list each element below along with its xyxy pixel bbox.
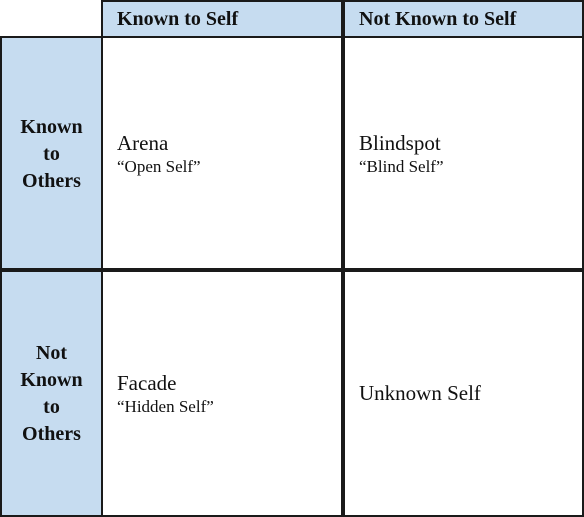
column-header-known-to-self: Known to Self <box>101 0 345 38</box>
quadrant-facade: Facade “Hidden Self” <box>101 270 345 517</box>
column-header-not-known-to-self: Not Known to Self <box>343 0 584 38</box>
quadrant-unknown-self: Unknown Self <box>343 270 584 517</box>
vertical-divider <box>341 0 345 517</box>
quadrant-blindspot: Blindspot “Blind Self” <box>343 36 584 272</box>
quadrant-text: Unknown Self <box>359 380 481 406</box>
quadrant-title: Arena <box>117 131 169 155</box>
column-header-label: Known to Self <box>117 7 239 30</box>
row-header-not-known-to-others: Not Known to Others <box>0 270 103 517</box>
quadrant-subtitle: “Hidden Self” <box>117 397 214 416</box>
quadrant-title: Facade <box>117 371 177 395</box>
quadrant-subtitle: “Blind Self” <box>359 157 444 176</box>
column-header-label: Not Known to Self <box>359 7 517 30</box>
quadrant-text: Facade “Hidden Self” <box>117 370 214 418</box>
row-header-label: Not Known to Others <box>20 341 83 445</box>
row-header-label: Known to Others <box>20 115 83 192</box>
row-header-known-to-others: Known to Others <box>0 36 103 272</box>
quadrant-text: Blindspot “Blind Self” <box>359 130 444 178</box>
quadrant-title: Blindspot <box>359 131 441 155</box>
quadrant-arena: Arena “Open Self” <box>101 36 345 272</box>
quadrant-subtitle: “Open Self” <box>117 157 201 176</box>
quadrant-title: Unknown Self <box>359 381 481 405</box>
horizontal-divider <box>0 268 584 272</box>
quadrant-text: Arena “Open Self” <box>117 130 201 178</box>
